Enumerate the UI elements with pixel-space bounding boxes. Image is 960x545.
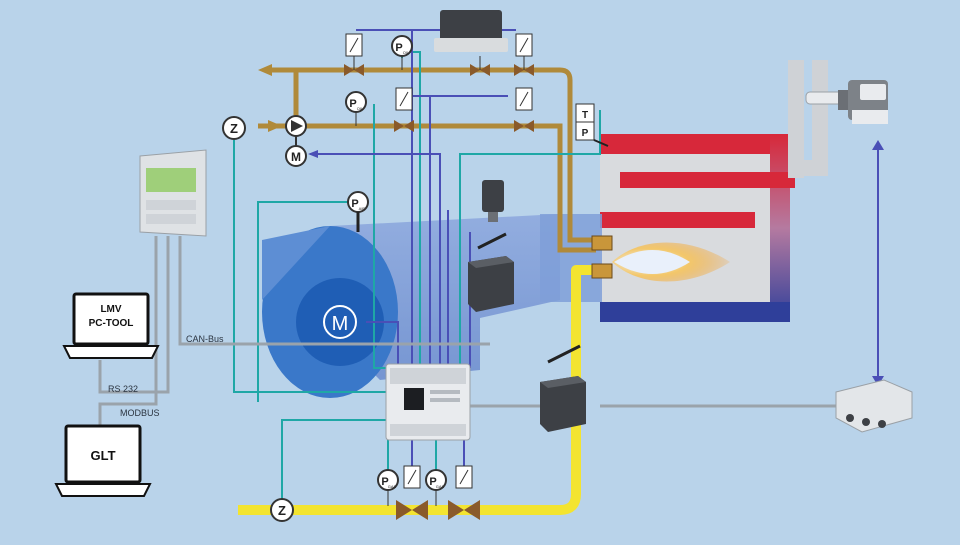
- svg-text:AIR: AIR: [359, 206, 366, 211]
- oil-supply-arrow: [268, 120, 282, 132]
- svg-text:M: M: [291, 150, 301, 164]
- svg-text:OIL: OIL: [357, 106, 364, 111]
- air-damper-actuator: [468, 256, 514, 312]
- modbus-label: MODBUS: [120, 408, 160, 418]
- rs232-label: RS 232: [108, 384, 138, 394]
- air-damper-blade: [477, 232, 507, 250]
- svg-text:P: P: [395, 42, 402, 54]
- svg-text:P: P: [582, 128, 589, 139]
- pressure-sensor-air: P AIR: [347, 191, 369, 232]
- oil-valve-4: [394, 87, 414, 132]
- gas-pipe: [238, 265, 598, 515]
- junction-box: [835, 379, 913, 433]
- svg-text:P: P: [381, 476, 388, 488]
- gas-damper-blade: [547, 344, 581, 364]
- motor-signal-arrow: [308, 150, 318, 158]
- svg-text:LMV: LMV: [100, 304, 121, 315]
- oil-valve-3: [514, 33, 534, 76]
- temp-pressure-sensor: T P: [575, 103, 609, 147]
- svg-text:GAS: GAS: [436, 484, 445, 489]
- svg-text:GAS: GAS: [388, 484, 397, 489]
- display-unit: [139, 149, 207, 237]
- pressure-sensor-gas-1: P GAS: [377, 469, 399, 506]
- oil-valve-1: [344, 33, 364, 76]
- gas-valve-1: [396, 465, 428, 520]
- oil-pump: [285, 115, 307, 137]
- flame: [612, 242, 730, 282]
- svg-text:T: T: [582, 110, 588, 121]
- svg-text:P: P: [429, 476, 436, 488]
- burner-nozzle: [591, 235, 613, 279]
- pump-motor: M: [285, 136, 307, 167]
- fan-housing: M: [262, 226, 398, 398]
- flow-meter-oil: Z: [222, 116, 246, 140]
- pressure-sensor-oil-2: P OIL: [345, 91, 367, 126]
- flame-detector: [482, 180, 504, 222]
- oil-valve-5: [514, 87, 534, 132]
- svg-text:GLT: GLT: [90, 448, 115, 463]
- link-arrow-up: [872, 140, 884, 150]
- actuator-top: [434, 10, 508, 52]
- gas-damper-actuator: [540, 376, 586, 432]
- pressure-sensor-oil-1: P OIL: [391, 35, 413, 70]
- boiler: [600, 60, 828, 322]
- can-bus-label: CAN-Bus: [186, 334, 224, 344]
- oil-return-arrow: [258, 64, 272, 76]
- svg-text:Z: Z: [230, 121, 238, 136]
- svg-text:P: P: [351, 198, 358, 210]
- svg-text:PC-TOOL: PC-TOOL: [89, 318, 134, 329]
- oil-valve-2: [470, 56, 490, 76]
- monobloc-burner: [805, 80, 888, 124]
- bus-cables: [98, 236, 836, 426]
- laptop-pc-tool: LMV PC-TOOL: [62, 292, 160, 359]
- svg-text:P: P: [349, 98, 356, 110]
- flow-meter-gas: Z: [270, 498, 294, 522]
- fan-motor-label: M: [332, 313, 349, 335]
- laptop-glt: GLT: [54, 424, 152, 497]
- svg-text:OIL: OIL: [403, 50, 410, 55]
- svg-text:Z: Z: [278, 503, 286, 518]
- burner-controller: [385, 363, 471, 441]
- pressure-sensor-gas-2: P GAS: [425, 469, 447, 506]
- gas-valve-2: [448, 465, 480, 520]
